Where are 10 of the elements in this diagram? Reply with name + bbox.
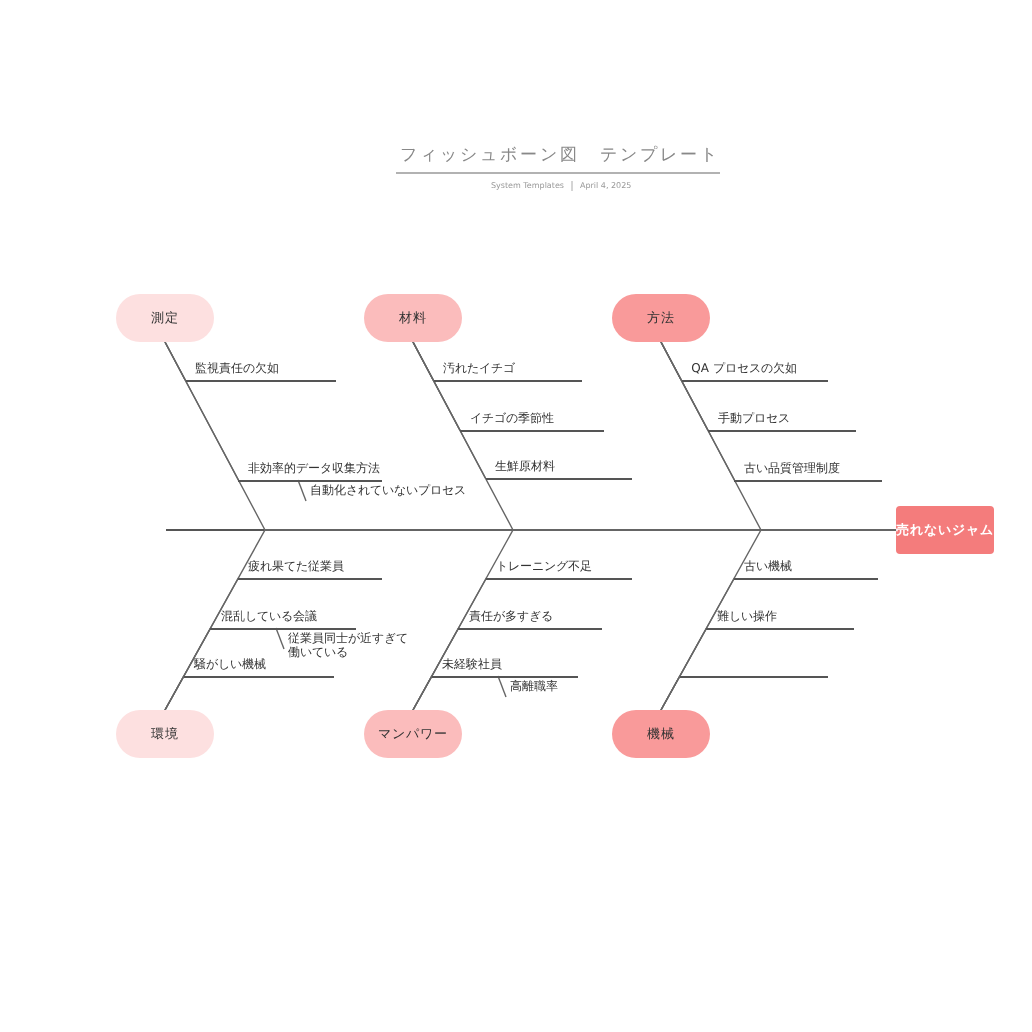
connector-line	[412, 341, 487, 479]
title: フィッシュボーン図 テンプレート	[398, 144, 722, 168]
connector-line	[412, 675, 433, 711]
connector-line	[497, 675, 507, 698]
connector-line	[164, 341, 240, 481]
connector-line	[660, 675, 681, 711]
connector-line	[660, 341, 736, 481]
connector-line	[297, 479, 307, 502]
connector-line	[275, 627, 285, 650]
connector-line	[164, 675, 185, 711]
